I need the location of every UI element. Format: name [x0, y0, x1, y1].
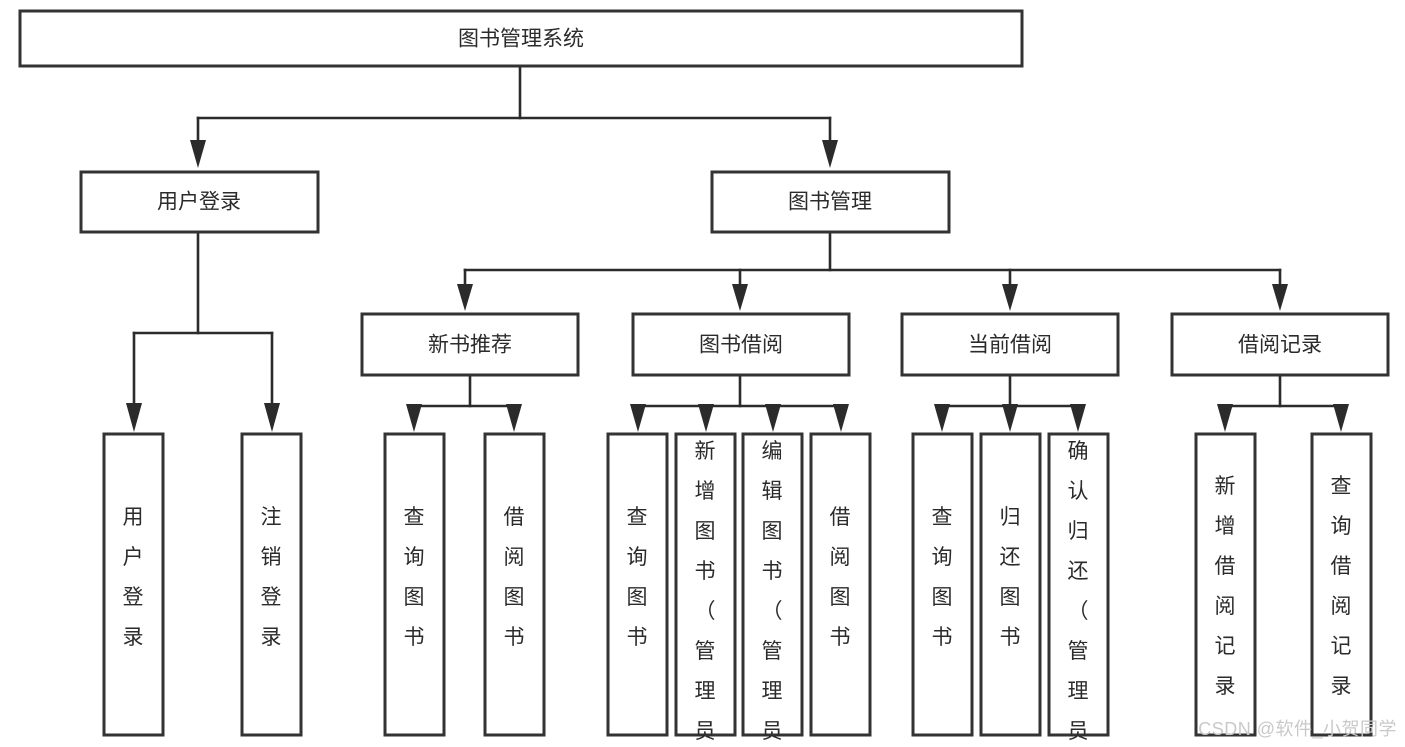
- arrow-to-borrow-record: [1272, 284, 1288, 311]
- node-current-borrow-box[interactable]: [900, 312, 1120, 377]
- arrow-leaf-query-borrow-record: [1333, 404, 1349, 432]
- arrow-leaf-logout-login: [264, 403, 280, 432]
- node-root[interactable]: 图书管理系统: [18, 9, 1024, 68]
- node-leaf-confirm-return-label: 确认归还（管理员）: [1068, 440, 1089, 747]
- node-borrow-record-label: 借阅记录: [1238, 334, 1322, 357]
- node-new-book-recommend-box[interactable]: [360, 312, 580, 377]
- node-leaf-add-book[interactable]: 新增图书（管理员）: [674, 432, 737, 747]
- node-leaf-logout-login-box[interactable]: [240, 432, 303, 737]
- edge-group-book-borrow-to-leaves: [630, 373, 849, 432]
- node-leaf-borrow-book-2-box[interactable]: [809, 432, 872, 737]
- arrow-leaf-query-book-3: [934, 404, 950, 432]
- node-leaf-query-book-3-box[interactable]: [911, 432, 974, 737]
- node-leaf-query-book-2[interactable]: 查询图书: [606, 432, 669, 737]
- arrow-to-book-management: [822, 140, 838, 168]
- arrow-leaf-query-book-2: [630, 404, 646, 432]
- node-leaf-query-book-2-box[interactable]: [606, 432, 669, 737]
- arrow-to-current-borrow: [1002, 284, 1018, 311]
- node-user-login[interactable]: 用户登录: [79, 170, 320, 234]
- arrow-leaf-borrow-book-2: [833, 404, 849, 432]
- node-leaf-query-book-1-box[interactable]: [383, 432, 446, 737]
- node-leaf-add-borrow-record-box[interactable]: [1194, 432, 1257, 737]
- node-leaf-borrow-book-1[interactable]: 借阅图书: [483, 432, 546, 737]
- node-leaf-add-borrow-record[interactable]: 新增借阅记录: [1194, 432, 1257, 737]
- arrow-leaf-edit-book: [765, 404, 781, 432]
- node-leaf-user-login[interactable]: 用户登录: [102, 432, 165, 737]
- node-leaf-borrow-book-2-label: 借阅图书: [830, 506, 851, 649]
- node-new-book-recommend-label: 新书推荐: [428, 334, 512, 357]
- arrow-to-book-borrow: [732, 284, 748, 311]
- arrow-to-user-login: [190, 140, 206, 168]
- node-leaf-add-borrow-record-label: 新增借阅记录: [1215, 475, 1236, 698]
- node-user-login-box[interactable]: [79, 170, 320, 234]
- node-leaf-query-book-3[interactable]: 查询图书: [911, 432, 974, 737]
- node-borrow-record-box[interactable]: [1170, 312, 1390, 377]
- node-book-management[interactable]: 图书管理: [710, 170, 951, 234]
- node-user-login-label: 用户登录: [157, 191, 241, 214]
- node-borrow-record[interactable]: 借阅记录: [1170, 312, 1390, 377]
- node-leaf-query-book-2-label: 查询图书: [627, 506, 648, 649]
- node-leaf-add-book-label: 新增图书（管理员）: [695, 440, 716, 747]
- arrow-leaf-borrow-book-1: [506, 404, 522, 432]
- node-leaf-borrow-book-1-label: 借阅图书: [504, 506, 525, 649]
- node-leaf-query-book-1[interactable]: 查询图书: [383, 432, 446, 737]
- node-current-borrow[interactable]: 当前借阅: [900, 312, 1120, 377]
- node-leaf-logout-login-label: 注销登录: [261, 506, 282, 649]
- node-root-label: 图书管理系统: [458, 28, 584, 51]
- node-leaf-query-borrow-record-label: 查询借阅记录: [1331, 475, 1352, 698]
- edge-group-new-book-recommend-to-leaves: [406, 373, 522, 432]
- arrow-leaf-user-login: [126, 403, 142, 432]
- node-book-management-label: 图书管理: [788, 191, 872, 214]
- node-book-management-box[interactable]: [710, 170, 951, 234]
- node-leaf-add-book-box[interactable]: [674, 432, 737, 737]
- node-leaf-logout-login[interactable]: 注销登录: [240, 432, 303, 737]
- node-leaf-borrow-book-2[interactable]: 借阅图书: [809, 432, 872, 737]
- node-book-borrow-box[interactable]: [631, 312, 851, 377]
- arrow-leaf-return-book: [1002, 404, 1018, 432]
- node-leaf-return-book-box[interactable]: [979, 432, 1042, 737]
- node-leaf-user-login-label: 用户登录: [123, 506, 144, 649]
- node-leaf-query-borrow-record-box[interactable]: [1310, 432, 1373, 737]
- node-leaf-confirm-return-box[interactable]: [1047, 432, 1110, 737]
- edge-group-book-management-to-level3: [457, 230, 1288, 311]
- arrow-to-new-book-recommend: [457, 284, 473, 311]
- node-book-borrow[interactable]: 图书借阅: [631, 312, 851, 377]
- node-leaf-query-borrow-record[interactable]: 查询借阅记录: [1310, 432, 1373, 737]
- node-leaf-borrow-book-1-box[interactable]: [483, 432, 546, 737]
- node-new-book-recommend[interactable]: 新书推荐: [360, 312, 580, 377]
- edge-group-borrow-record-to-leaves: [1217, 373, 1349, 432]
- node-leaf-edit-book-box[interactable]: [741, 432, 804, 737]
- node-root-box[interactable]: [18, 9, 1024, 68]
- node-leaf-return-book-label: 归还图书: [1000, 506, 1021, 649]
- arrow-leaf-add-book: [698, 404, 714, 432]
- edge-group-user-login-to-leaves: [126, 230, 280, 432]
- arrow-leaf-query-book-1: [406, 404, 422, 432]
- node-book-borrow-label: 图书借阅: [699, 334, 783, 357]
- node-current-borrow-label: 当前借阅: [968, 334, 1052, 357]
- node-leaf-return-book[interactable]: 归还图书: [979, 432, 1042, 737]
- arrow-leaf-confirm-return: [1070, 404, 1086, 432]
- node-leaf-query-book-1-label: 查询图书: [404, 506, 425, 649]
- node-leaf-confirm-return[interactable]: 确认归还（管理员）: [1047, 432, 1110, 747]
- csdn-watermark: CSDN @软件_小贺同学: [1198, 719, 1397, 739]
- edge-group-current-borrow-to-leaves: [934, 373, 1086, 432]
- edge-group-root-to-level2: [190, 64, 838, 168]
- arrow-leaf-add-borrow-record: [1217, 404, 1233, 432]
- node-leaf-edit-book-label: 编辑图书（管理员）: [762, 440, 783, 747]
- node-leaf-query-book-3-label: 查询图书: [932, 506, 953, 649]
- node-leaf-user-login-box[interactable]: [102, 432, 165, 737]
- node-leaf-edit-book[interactable]: 编辑图书（管理员）: [741, 432, 804, 747]
